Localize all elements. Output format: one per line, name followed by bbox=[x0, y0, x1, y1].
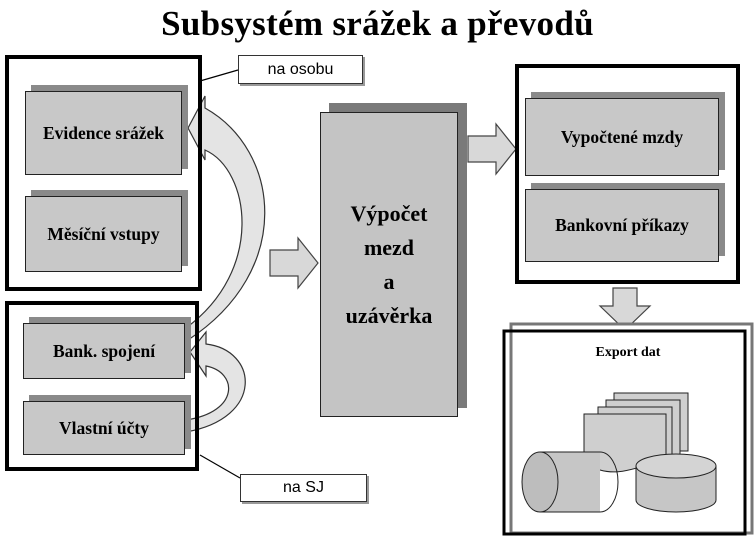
input-group-frame bbox=[5, 55, 202, 291]
callout-na-osobu: na osobu bbox=[238, 55, 363, 84]
drum-storage-icon bbox=[521, 451, 619, 513]
vypoctene-mzdy-box: Vypočtené mzdy bbox=[525, 98, 719, 176]
arrow-to-results bbox=[467, 122, 517, 176]
evidence-srazek-box: Evidence srážek bbox=[25, 91, 182, 175]
callout-na-sj: na SJ bbox=[240, 474, 367, 502]
center-line-2: mezd bbox=[363, 234, 415, 260]
center-line-1: Výpočet bbox=[350, 200, 428, 226]
diagram-title: Subsystém srážek a převodů bbox=[161, 4, 594, 43]
vypocet-mezd-box: Výpočet mezd a uzávěrka bbox=[320, 112, 458, 417]
export-dat-label: Export dat bbox=[595, 345, 661, 360]
mesicni-vstupy-box: Měsíční vstupy bbox=[25, 196, 182, 272]
callout-top-pointer bbox=[199, 69, 239, 82]
vlastni-ucty-box: Vlastní účty bbox=[23, 401, 185, 455]
disk-storage-icon bbox=[635, 453, 717, 513]
callout-bottom-pointer bbox=[199, 454, 241, 479]
center-line-3: a bbox=[383, 268, 395, 294]
results-group-frame bbox=[515, 64, 740, 284]
arrow-to-center bbox=[269, 236, 319, 290]
bank-group-frame bbox=[5, 301, 199, 471]
center-line-4: uzávěrka bbox=[345, 302, 433, 328]
curved-arrow-small bbox=[185, 330, 246, 433]
bankovni-prikazy-box: Bankovní příkazy bbox=[525, 189, 719, 262]
curved-arrow-large bbox=[185, 95, 266, 342]
bank-spojeni-box: Bank. spojení bbox=[23, 323, 185, 379]
arrow-to-export bbox=[598, 287, 652, 331]
